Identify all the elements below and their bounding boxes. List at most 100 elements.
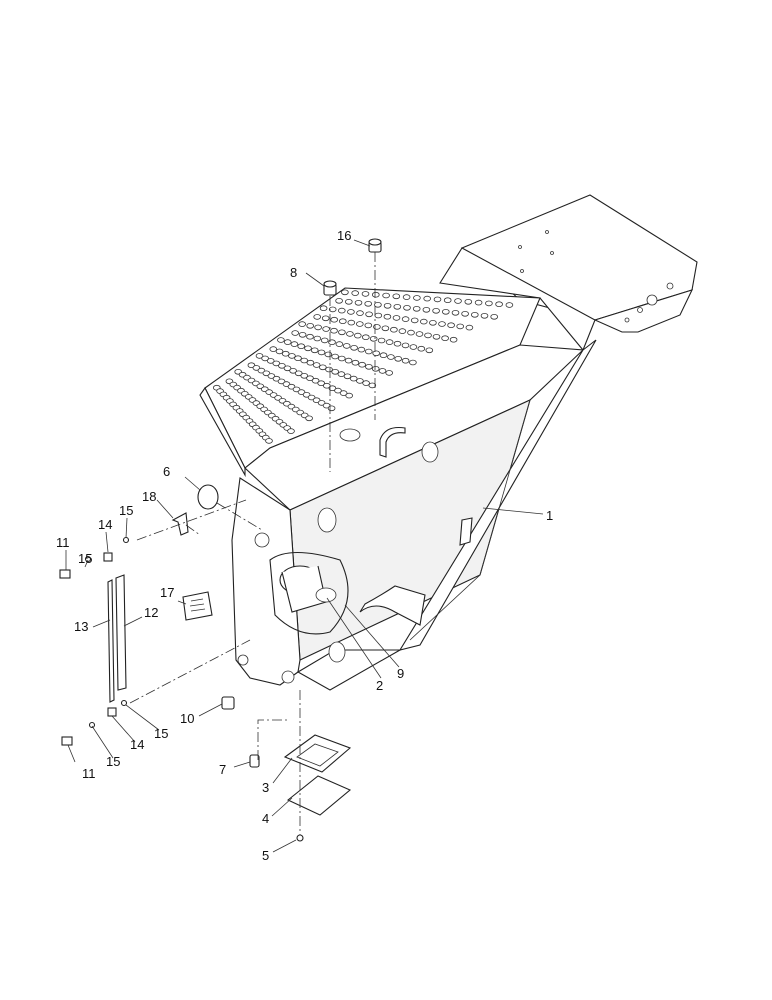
callout-11a: 11 bbox=[56, 535, 70, 550]
deck-hole bbox=[322, 382, 331, 389]
callout-18: 18 bbox=[142, 489, 156, 504]
deck-hole bbox=[383, 302, 392, 309]
deck-hole bbox=[327, 405, 336, 412]
deck-hole bbox=[393, 303, 402, 310]
deck-hole bbox=[317, 349, 326, 356]
callout-13: 13 bbox=[74, 619, 88, 634]
fitting-10 bbox=[221, 696, 235, 710]
deck-hole bbox=[410, 317, 419, 324]
deck-hole bbox=[365, 363, 373, 370]
deck-hole bbox=[355, 321, 364, 327]
deck-hole bbox=[423, 295, 432, 302]
deck-hole bbox=[432, 307, 440, 314]
deck-hole bbox=[379, 352, 388, 359]
deck-hole bbox=[266, 358, 275, 364]
deck-hole bbox=[373, 324, 381, 330]
deck-hole bbox=[369, 335, 378, 342]
deck-hole bbox=[443, 297, 452, 304]
callout-2: 2 bbox=[376, 678, 383, 693]
deck-hole bbox=[291, 330, 300, 336]
deck-hole bbox=[447, 322, 455, 329]
deck-hole bbox=[403, 304, 411, 311]
hardware-top bbox=[59, 536, 130, 579]
callouts: 1 2 3 4 5 6 7 8 9 10 11 11 12 13 14 14 1… bbox=[56, 228, 553, 863]
deck-hole bbox=[470, 311, 479, 318]
deck-hole bbox=[321, 315, 330, 322]
deck-hole bbox=[328, 306, 337, 313]
plug-8 bbox=[323, 280, 337, 296]
deck-hole bbox=[390, 326, 398, 333]
deck-hole bbox=[401, 316, 410, 322]
deck-hole bbox=[371, 291, 380, 298]
deck-hole bbox=[288, 353, 296, 359]
deck-hole bbox=[317, 380, 326, 387]
deck-hole bbox=[361, 334, 370, 341]
deck-hole bbox=[345, 392, 354, 399]
strip-12 bbox=[115, 574, 127, 691]
deck-hole bbox=[283, 365, 292, 372]
deck-hole bbox=[342, 343, 351, 349]
deck-hole bbox=[353, 332, 362, 339]
callout-1: 1 bbox=[546, 508, 553, 523]
deck-hole bbox=[358, 361, 366, 368]
deck-hole bbox=[312, 362, 321, 368]
deck-hole bbox=[374, 312, 383, 319]
deck-hole bbox=[347, 309, 355, 315]
deck-hole bbox=[356, 378, 364, 384]
deck-hole bbox=[255, 353, 264, 359]
deck-hole bbox=[357, 346, 366, 353]
deck-hole bbox=[385, 339, 394, 345]
deck-hole bbox=[337, 355, 346, 362]
deck-hole bbox=[339, 390, 348, 396]
deck-hole bbox=[304, 345, 312, 352]
deck-hole bbox=[371, 365, 380, 372]
deck-hole bbox=[325, 366, 333, 373]
deck-hole bbox=[383, 313, 392, 320]
deck-hole bbox=[368, 382, 377, 389]
callout-16: 16 bbox=[337, 228, 351, 243]
deck-hole bbox=[374, 301, 382, 308]
cap-16 bbox=[368, 238, 382, 253]
tank-frame-assembly bbox=[199, 194, 698, 691]
deck-hole bbox=[300, 357, 309, 364]
deck-hole bbox=[319, 305, 328, 312]
cap-6 bbox=[197, 484, 219, 510]
deck-hole bbox=[465, 324, 474, 331]
callout-7: 7 bbox=[219, 762, 226, 777]
deck-hole bbox=[356, 310, 364, 316]
deck-hole bbox=[283, 339, 292, 345]
deck-hole bbox=[261, 355, 269, 362]
deck-hole bbox=[392, 293, 401, 300]
deck-hole bbox=[495, 301, 503, 308]
strip-13 bbox=[107, 579, 115, 703]
deck-hole bbox=[412, 305, 421, 312]
deck-hole bbox=[341, 289, 349, 296]
deck-hole bbox=[432, 333, 441, 340]
deck-hole bbox=[346, 331, 354, 337]
deck-hole bbox=[343, 373, 352, 380]
deck-hole bbox=[337, 307, 346, 314]
deck-hole bbox=[298, 331, 307, 338]
deck-hole bbox=[320, 337, 329, 344]
deck-hole bbox=[381, 325, 390, 332]
deck-hole bbox=[438, 321, 446, 327]
deck-hole bbox=[354, 299, 363, 306]
deck-hole bbox=[305, 415, 313, 422]
cover-plate-4 bbox=[286, 775, 352, 816]
deck-hole bbox=[331, 368, 340, 375]
deck-hole bbox=[409, 359, 417, 366]
deck-hole bbox=[275, 348, 284, 355]
deck-hole bbox=[449, 336, 458, 343]
callout-15d: 15 bbox=[106, 754, 120, 769]
deck-hole bbox=[415, 331, 424, 337]
deck-hole bbox=[364, 322, 373, 329]
deck-hole bbox=[350, 344, 358, 351]
deck-hole bbox=[441, 308, 450, 315]
deck-hole bbox=[417, 345, 426, 352]
decal-17 bbox=[182, 591, 213, 621]
deck-hole bbox=[277, 337, 285, 343]
deck-hole bbox=[290, 341, 299, 347]
deck-hole bbox=[311, 377, 320, 384]
deck-hole bbox=[306, 333, 314, 340]
deck-hole bbox=[451, 309, 460, 316]
